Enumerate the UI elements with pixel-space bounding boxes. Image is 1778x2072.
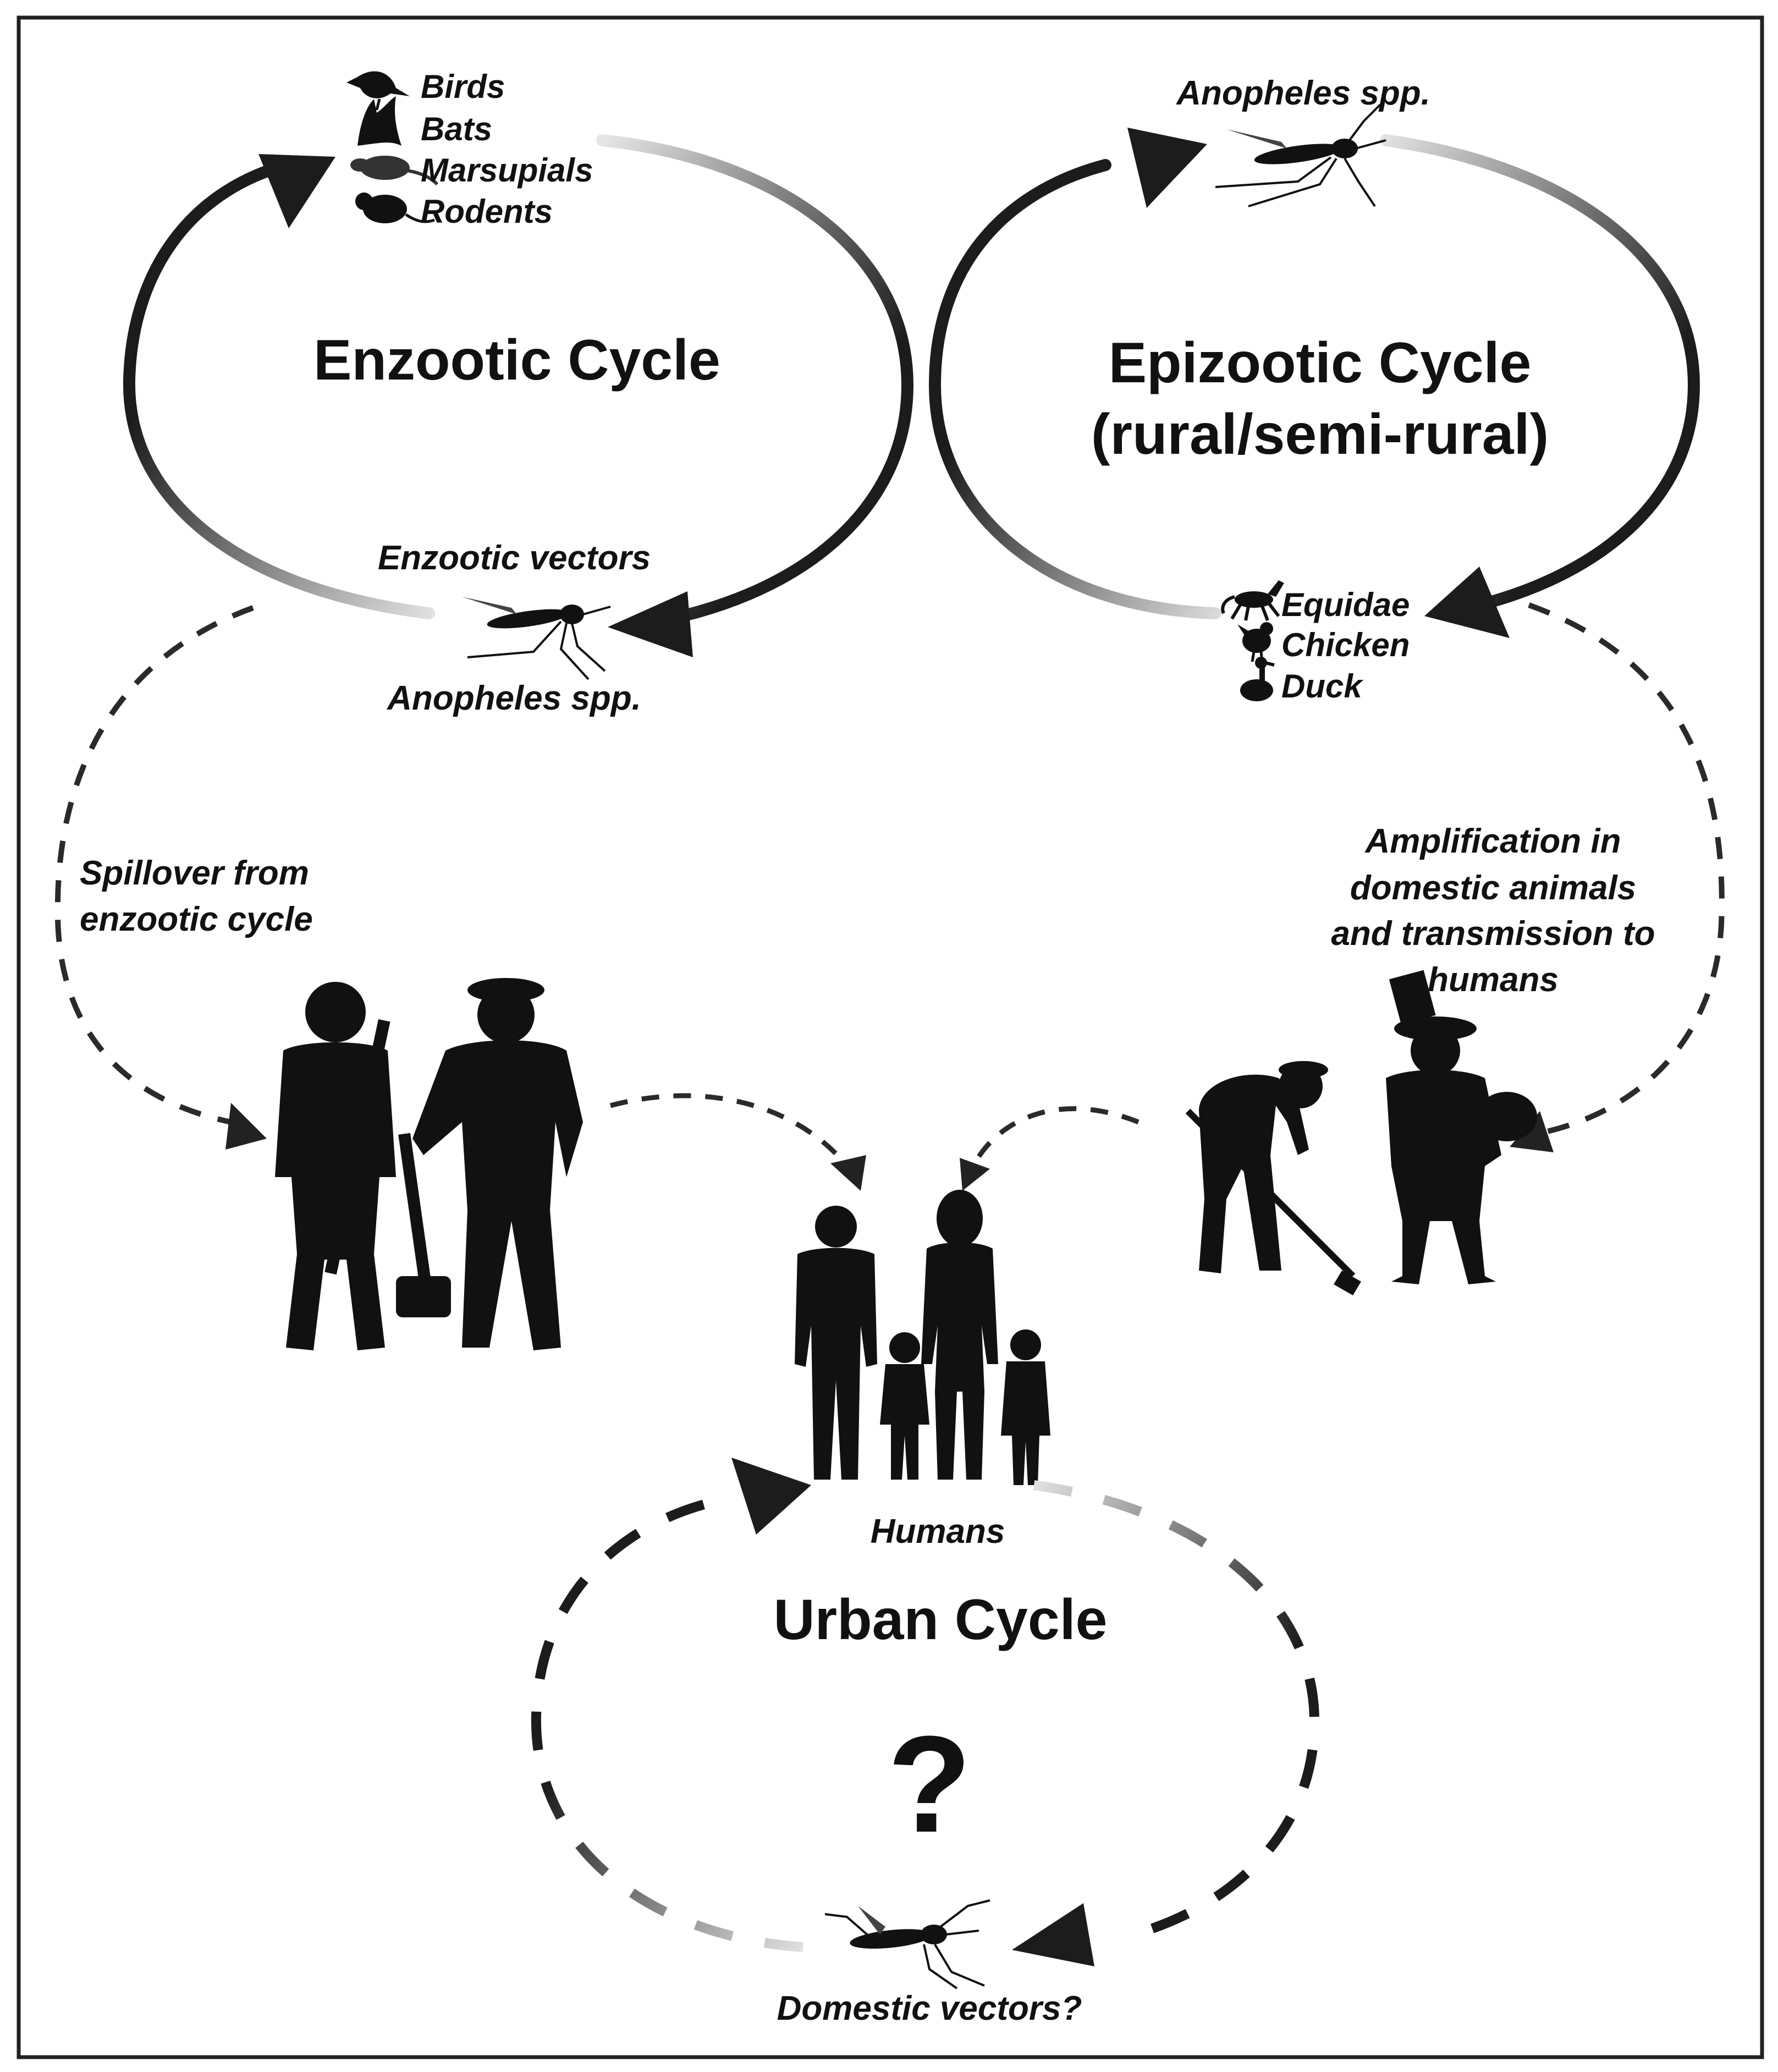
person-silhouette-icon xyxy=(1185,1061,1361,1295)
epizootic-cycle: Epizootic Cycle (rural/semi-rural) Anoph… xyxy=(928,74,1700,705)
host-label-marsupials: Marsupials xyxy=(421,152,593,189)
enzootic-arc-top-right xyxy=(596,134,914,630)
host-label-bats: Bats xyxy=(421,111,492,147)
urban-arc-left xyxy=(531,1497,803,1952)
person-silhouette-icon xyxy=(1386,970,1537,1284)
spillover-label-line1: Spillover from xyxy=(80,854,309,892)
spillover-label-line2: enzootic cycle xyxy=(80,900,313,938)
rodent-icon xyxy=(355,193,435,223)
host-label-equidae: Equidae xyxy=(1281,586,1410,623)
rural-to-humans-dashed-arrow xyxy=(609,1093,849,1168)
enzootic-arrowhead-top xyxy=(258,154,335,228)
farm-to-humans-dashed-arrow xyxy=(971,1106,1140,1168)
enzootic-cycle: Enzootic Cycle Birds Bats Marsupials Rod… xyxy=(123,68,914,717)
bird-icon xyxy=(346,71,410,111)
amplification-label-line3: and transmission to xyxy=(1331,915,1655,953)
host-label-rodents: Rodents xyxy=(421,193,553,230)
amplification-label-line1: Amplification in xyxy=(1364,822,1621,860)
domestic-vectors-label: Domestic vectors? xyxy=(777,1989,1082,2027)
urban-cycle: Humans Urban Cycle ? Domestic vectors? xyxy=(531,1458,1320,2027)
amplification-dashed-arc xyxy=(1528,602,1725,1136)
marsupial-icon xyxy=(350,156,439,186)
epizootic-arc-top-right xyxy=(1380,134,1700,611)
enzootic-vector-species: Anopheles spp. xyxy=(386,679,641,717)
amplification-label-line2: domestic animals xyxy=(1350,869,1636,907)
person-silhouette-icon xyxy=(880,1332,929,1480)
person-silhouette-icon xyxy=(1001,1329,1050,1485)
enzootic-arrowhead-bottom xyxy=(608,591,693,657)
epizootic-cycle-title-line1: Epizootic Cycle xyxy=(1109,331,1532,395)
rural-to-humans-arrowhead xyxy=(830,1155,866,1191)
host-label-birds: Birds xyxy=(421,68,505,105)
person-silhouette-icon xyxy=(275,982,396,1350)
enzootic-cycle-title: Enzootic Cycle xyxy=(313,328,720,392)
duck-icon xyxy=(1240,657,1275,701)
chicken-icon xyxy=(1237,622,1273,662)
spillover-arrowhead xyxy=(225,1103,267,1150)
person-silhouette-icon xyxy=(795,1206,877,1480)
family-silhouette xyxy=(795,1190,1050,1485)
enzootic-arc-left xyxy=(123,159,435,619)
mosquito-icon xyxy=(824,1899,990,1989)
host-label-duck: Duck xyxy=(1281,668,1363,705)
urban-arrowhead-top xyxy=(731,1458,811,1535)
farm-to-humans-arrowhead xyxy=(960,1158,990,1191)
humans-label: Humans xyxy=(871,1513,1005,1551)
amplification-label-line4: humans xyxy=(1428,961,1559,999)
mosquito-icon xyxy=(1215,103,1386,207)
urban-cycle-title: Urban Cycle xyxy=(774,1588,1108,1652)
enzootic-vectors-label: Enzootic vectors xyxy=(378,539,651,577)
person-silhouette-icon xyxy=(396,978,583,1350)
epizootic-arrowhead-top xyxy=(1127,128,1207,208)
urban-arc-right xyxy=(1033,1480,1320,1941)
epizootic-vector-species: Anopheles spp. xyxy=(1175,74,1430,112)
epizootic-arc-left xyxy=(928,159,1221,619)
urban-question-mark: ? xyxy=(888,1707,972,1861)
horse-icon xyxy=(1221,580,1284,622)
amplification-path: Amplification in domestic animals and tr… xyxy=(1331,602,1725,1152)
epizootic-arrowhead-bottom xyxy=(1424,567,1510,638)
urban-arrowhead-bottom xyxy=(1012,1903,1094,1966)
host-label-chicken: Chicken xyxy=(1281,626,1410,663)
mosquito-icon xyxy=(462,597,611,680)
amplification-arrowhead xyxy=(1510,1111,1554,1152)
figure-border xyxy=(16,15,1764,2059)
bat-icon xyxy=(357,96,401,146)
spillover-dashed-arc xyxy=(54,605,254,1125)
person-silhouette-icon xyxy=(921,1190,998,1480)
spillover-path: Spillover from enzootic cycle xyxy=(54,605,313,1150)
epizootic-cycle-title-line2: (rural/semi-rural) xyxy=(1091,403,1549,466)
